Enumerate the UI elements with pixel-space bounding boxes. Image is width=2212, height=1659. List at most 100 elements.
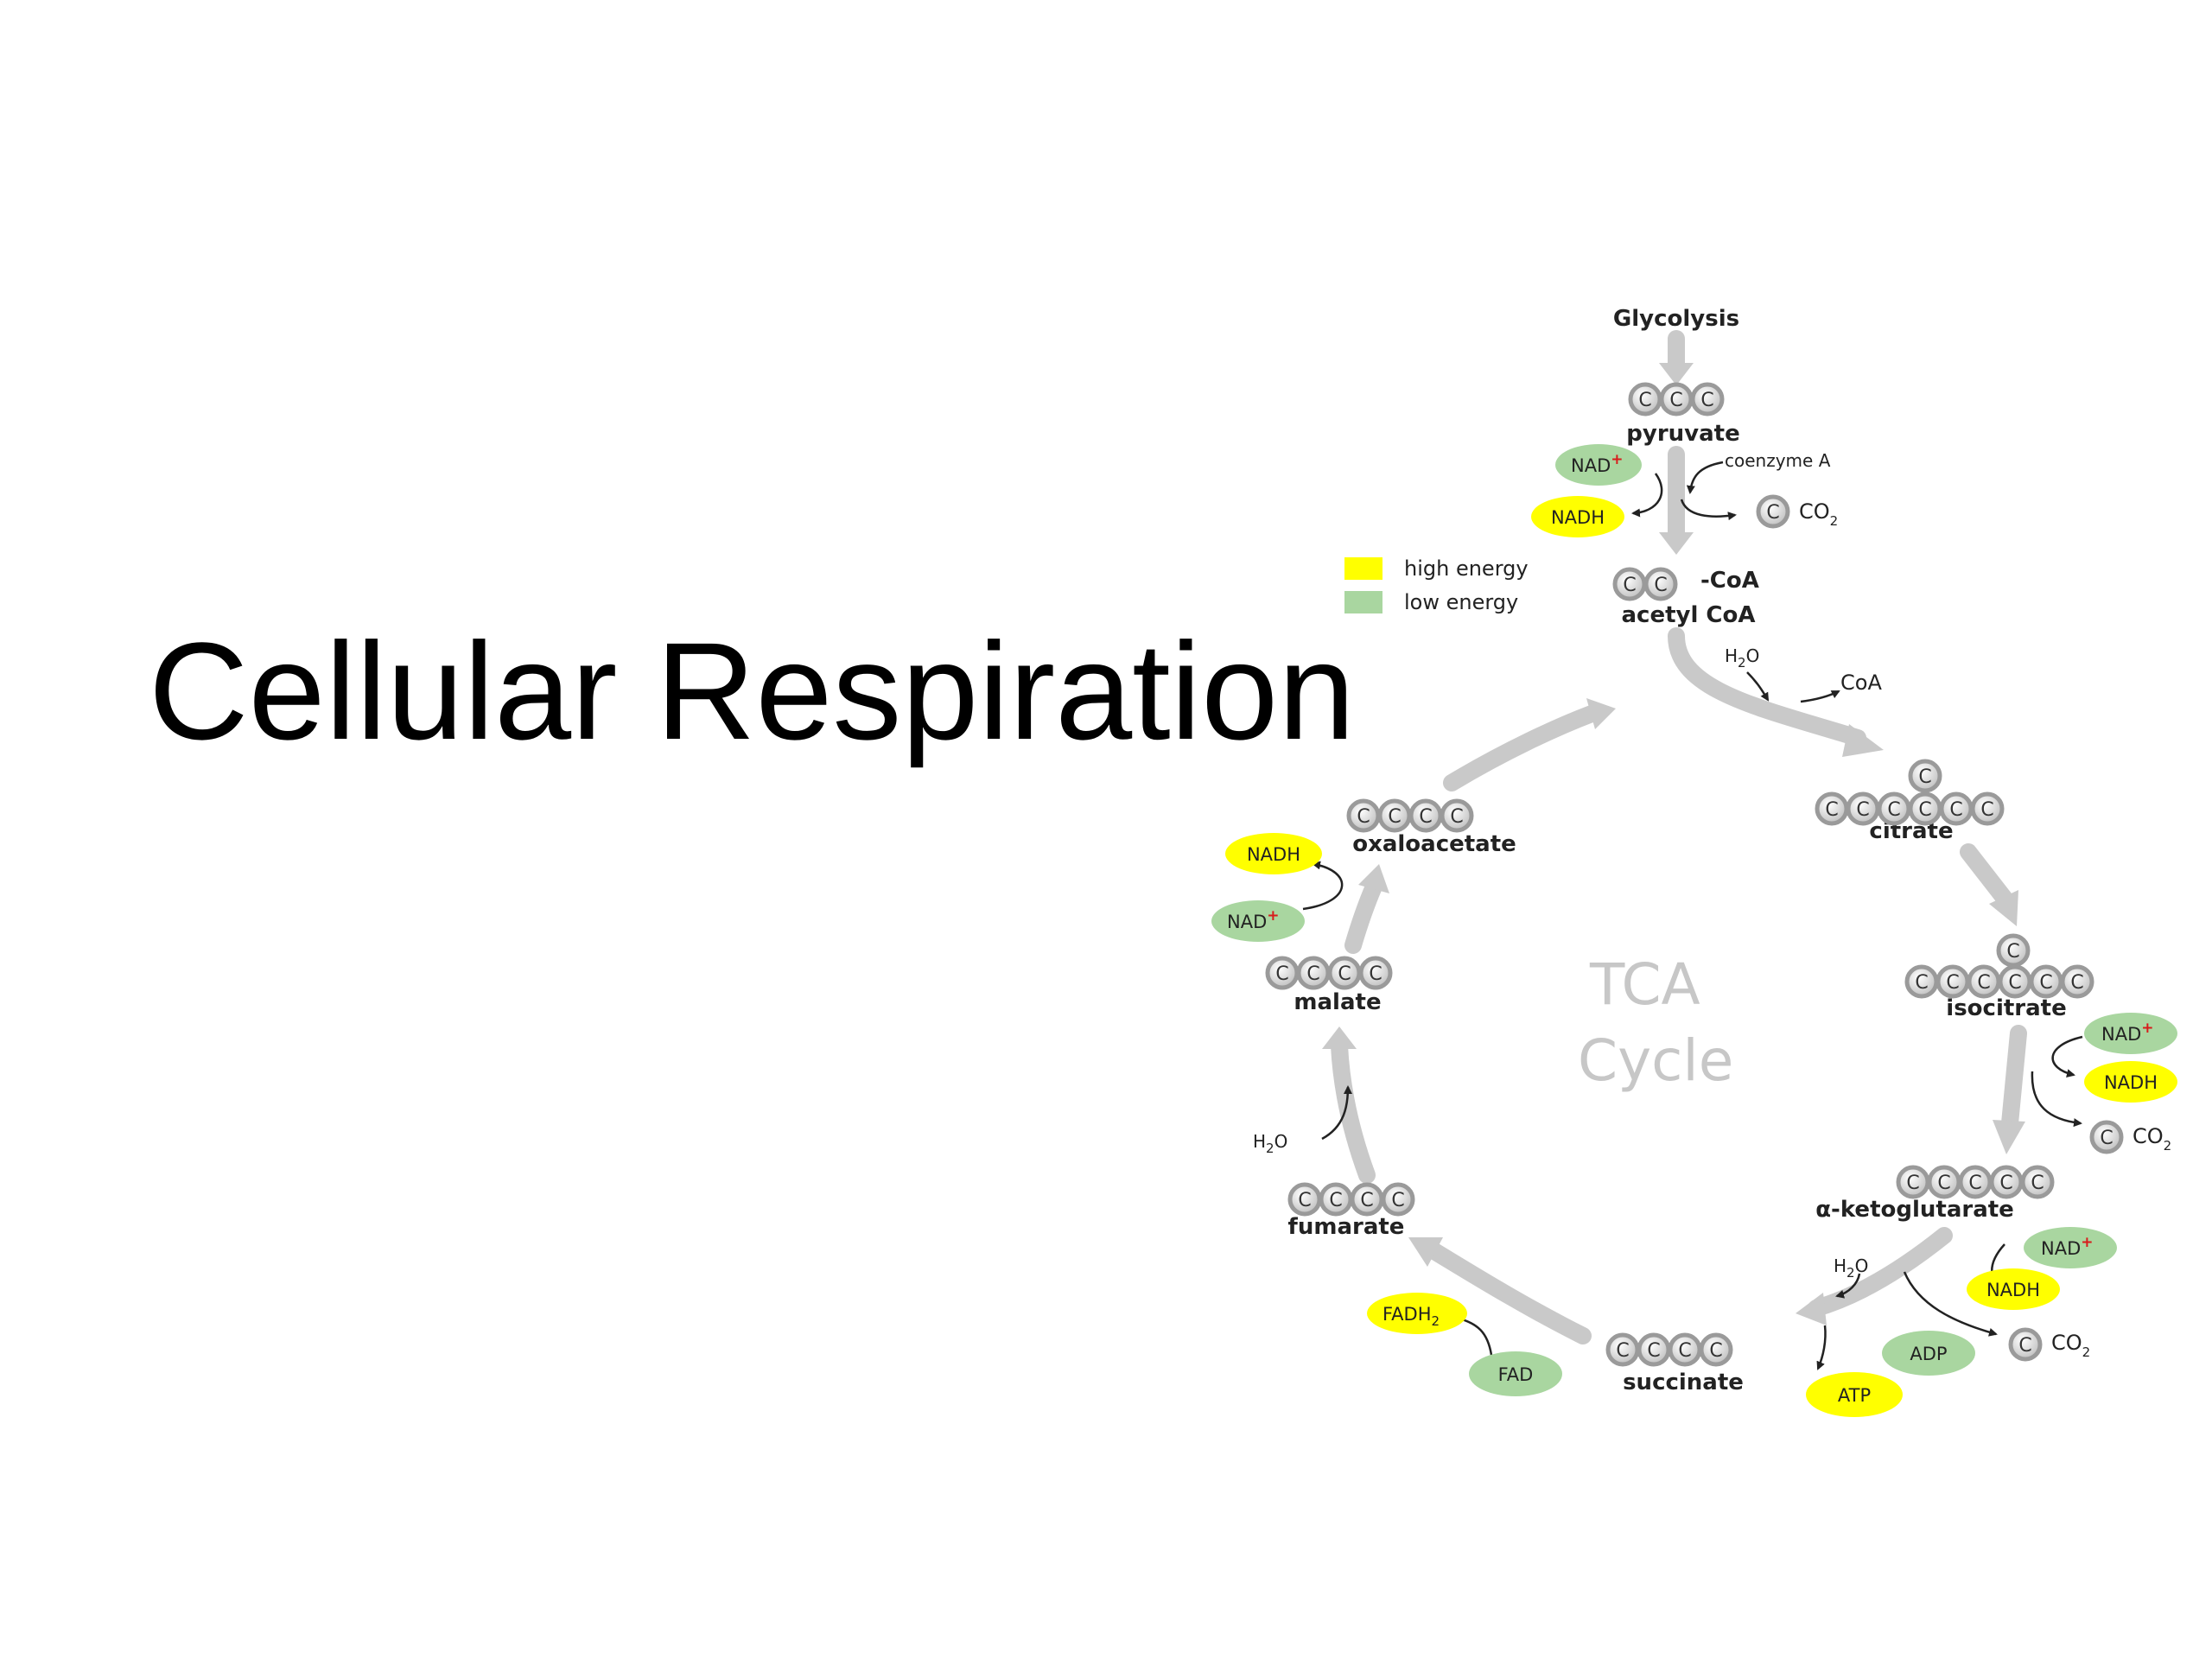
arrow-h2o-in-fumarate — [1321, 1085, 1352, 1141]
carbon-symbol-oxaloacetate: C — [1419, 806, 1432, 828]
cycle-label: Cycle — [1578, 1027, 1733, 1094]
carbon-symbol-isocitrate-top: C — [2006, 941, 2019, 963]
arrowhead-citrate — [1842, 724, 1884, 757]
molecule-labels: Glycolysis pyruvate coenzyme A -CoA acet… — [1288, 306, 2067, 1395]
carbon-atom-acetyl — [1643, 567, 1678, 601]
tca-label: TCA — [1589, 951, 1700, 1018]
arrow-acetyl-to-citrate — [1668, 627, 1866, 747]
nad-text-akg: NAD+ — [2041, 1234, 2094, 1259]
coa-label: CoA — [1840, 671, 1882, 695]
carbon-atom-isocitrate — [2060, 964, 2094, 999]
carbon-symbol-akg: C — [2031, 1173, 2044, 1194]
malate-label: malate — [1294, 989, 1381, 1015]
carbon-symbol-oxaloacetate: C — [1388, 806, 1401, 828]
carbon-symbol-akg: C — [1968, 1173, 1981, 1194]
carbon-atom-fumarate — [1381, 1182, 1415, 1217]
carbon-symbol-succinate: C — [1678, 1340, 1691, 1362]
carbon-symbol-citrate: C — [1887, 799, 1900, 821]
carbon-atom-pyruvate — [1690, 382, 1725, 416]
carbon-symbol-citrate: C — [1856, 799, 1869, 821]
carbon-atom-malate — [1358, 956, 1393, 990]
carbon-symbol-akg: C — [1937, 1173, 1950, 1194]
carbon-symbol-akg: C — [1906, 1173, 1919, 1194]
adp-bubble — [1882, 1331, 1975, 1376]
arrow-fumarate-to-malate — [1331, 1037, 1376, 1184]
arrow-adp-to-atp — [1816, 1325, 1827, 1370]
legend-high-swatch — [1344, 557, 1382, 580]
arrow-oxaloacetate-to-acetyl — [1443, 705, 1600, 791]
nadh-text-pyruvate: NADH — [1551, 507, 1605, 528]
arrow-nad-to-nadh-isocitrate — [2051, 1035, 2083, 1078]
carbon-symbol-isocitrate: C — [1915, 972, 1928, 994]
fadh2-bubble — [1367, 1293, 1467, 1334]
carbon-symbol-acetyl: C — [1654, 575, 1667, 596]
nad-bubble-akg — [2024, 1227, 2117, 1268]
arrowhead-to-acetyl — [1586, 698, 1616, 729]
arrowhead-oxaloacetate — [1358, 864, 1389, 893]
carrier-bubbles: NAD+ NADH NAD+ NADH NAD+ NADH ADP ATP FA… — [1211, 444, 2177, 1417]
carbon-symbol-isocitrate: C — [1977, 972, 1990, 994]
nadh-bubble-akg — [1967, 1268, 2060, 1310]
alpha-ketoglutarate-label: α-ketoglutarate — [1815, 1197, 2014, 1223]
acetyl-coa-label: acetyl CoA — [1622, 602, 1756, 628]
co2-h2o-labels: CO2 CO2 CO2 H2O H2O H2O — [1253, 499, 2171, 1360]
carbon-symbol-malate: C — [1369, 963, 1382, 985]
cycle-arrows — [1322, 330, 2027, 1344]
nad-bubble-malate — [1211, 900, 1305, 942]
nad-text-malate: NAD+ — [1227, 907, 1280, 932]
arrowhead-succinate — [1796, 1293, 1827, 1325]
side-reaction-arrows — [1302, 461, 2083, 1370]
carbon-atom-citrate-top — [1908, 759, 1942, 793]
carbon-symbol-malate: C — [1338, 963, 1351, 985]
carbon-symbol-isocitrate: C — [1946, 972, 1959, 994]
pyruvate-label: pyruvate — [1626, 421, 1739, 447]
legend-high-label: high energy — [1404, 556, 1529, 581]
arrowhead-pyruvate — [1659, 363, 1694, 385]
arrow-h2o-in-acetyl — [1746, 671, 1770, 702]
arrow-nad-to-nadh-malate — [1302, 861, 1344, 911]
carbon-symbol-fumarate: C — [1360, 1190, 1373, 1211]
nad-text-pyruvate: NAD+ — [1571, 451, 1624, 476]
fumarate-label: fumarate — [1288, 1214, 1405, 1240]
carbon-symbol-pyruvate: C — [1669, 390, 1682, 411]
nad-bubble-isocitrate — [2084, 1013, 2177, 1054]
citrate-label: citrate — [1869, 818, 1953, 844]
arrow-nad-to-nadh-pyruvate — [1631, 473, 1663, 518]
arrow-coenzyme-a-in — [1686, 461, 1724, 494]
carbon-atom-akg — [2020, 1165, 2055, 1199]
arrow-succinate-to-fumarate — [1426, 1243, 1592, 1344]
adp-text: ADP — [1910, 1344, 1947, 1364]
fad-bubble — [1469, 1351, 1562, 1396]
arrow-co2-out-pyruvate — [1680, 499, 1737, 521]
carbon-atom-oxaloacetate — [1440, 798, 1474, 833]
co2-label-akg: CO2 — [2051, 1331, 2090, 1360]
nad-bubble-pyruvate — [1555, 444, 1642, 486]
carbon-symbol-co2-pyruvate: C — [1766, 502, 1779, 524]
carbon-symbol-succinate: C — [1616, 1340, 1629, 1362]
arrow-isocitrate-to-akg — [2001, 1025, 2027, 1132]
carbon-symbol-isocitrate: C — [2039, 972, 2052, 994]
carbon-atom-co2-akg — [2008, 1327, 2043, 1362]
carbon-symbol-succinate: C — [1647, 1340, 1660, 1362]
carbon-symbol-co2-isocitrate: C — [2100, 1128, 2113, 1149]
nadh-text-akg: NADH — [1986, 1280, 2040, 1300]
carbon-atom-co2-pyruvate — [1756, 494, 1790, 529]
arrow-akg-to-succinate — [1808, 1227, 1953, 1317]
legend-low-swatch — [1344, 591, 1382, 613]
slide-title: Cellular Respiration — [149, 613, 1356, 768]
nad-text-isocitrate: NAD+ — [2101, 1020, 2154, 1045]
nadh-bubble-malate — [1225, 833, 1322, 874]
carbon-symbol-akg: C — [1999, 1173, 2012, 1194]
h2o-label-fumarate: H2O — [1253, 1131, 1287, 1156]
arrowhead-isocitrate — [1989, 890, 2018, 926]
carbon-atom-co2-isocitrate — [2089, 1120, 2124, 1154]
carbon-symbol-pyruvate: C — [1700, 390, 1713, 411]
arrowhead-malate — [1322, 1027, 1357, 1049]
legend-low-label: low energy — [1404, 590, 1518, 614]
carbon-symbol-malate: C — [1275, 963, 1288, 985]
carbon-symbol-citrate: C — [1980, 799, 1993, 821]
arrow-co2-out-isocitrate — [2031, 1071, 2082, 1128]
carbon-symbol-citrate: C — [1918, 799, 1931, 821]
co2-label-isocitrate: CO2 — [2133, 1124, 2171, 1154]
arrow-malate-to-oxaloacetate — [1344, 878, 1382, 954]
